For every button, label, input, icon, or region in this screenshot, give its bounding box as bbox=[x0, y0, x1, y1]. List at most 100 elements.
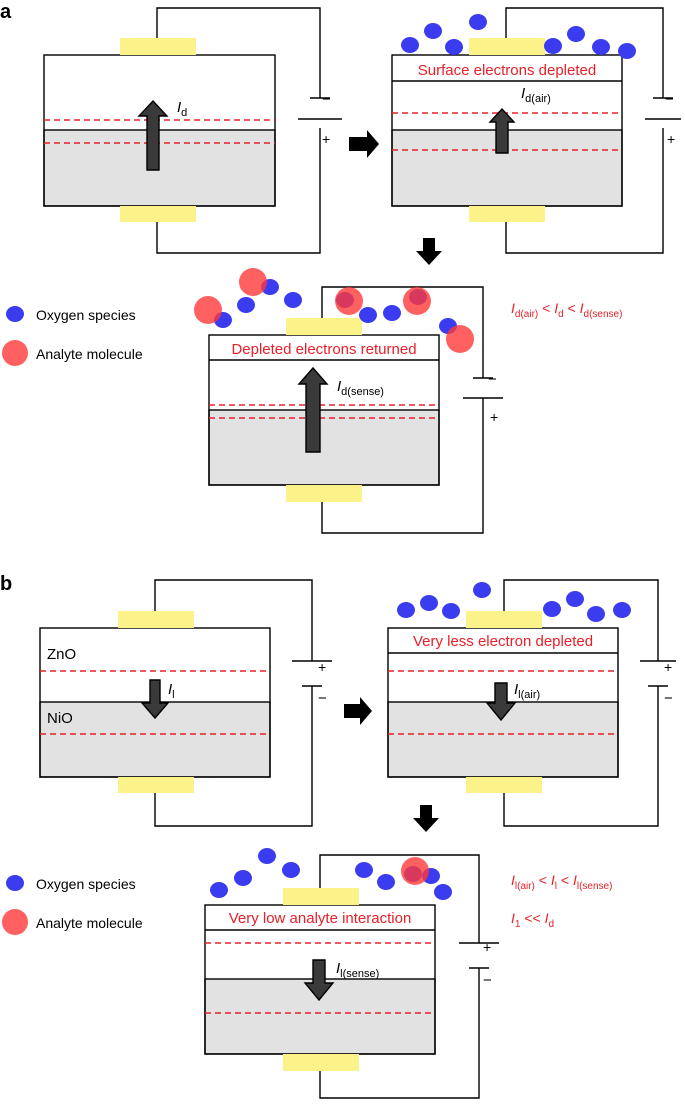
current-arrow-up bbox=[137, 99, 169, 171]
legend-oxygen-label: Oxygen species bbox=[36, 307, 136, 323]
battery-plus-label: + bbox=[490, 409, 498, 425]
oxygen-species bbox=[284, 292, 302, 308]
circuit-wire bbox=[154, 686, 313, 827]
battery-minus-label: − bbox=[322, 91, 331, 108]
oxygen-species bbox=[234, 870, 252, 886]
current-relation-ratio: I1 << Id bbox=[511, 910, 554, 930]
battery-plus-label: + bbox=[664, 659, 672, 675]
relation-part: I bbox=[554, 300, 558, 316]
bottom-electrode bbox=[118, 777, 194, 793]
analyte-molecule bbox=[401, 857, 429, 885]
oxygen-species bbox=[359, 307, 377, 323]
relation-part: l(air) bbox=[515, 881, 535, 892]
panel-b: b ZnO NiO Il + − bbox=[0, 573, 676, 1099]
top-electrode bbox=[283, 888, 359, 905]
oxygen-species bbox=[445, 39, 463, 55]
oxygen-species bbox=[383, 305, 401, 321]
bottom-electrode bbox=[283, 1054, 359, 1071]
circuit-wire bbox=[156, 7, 321, 98]
battery: + − bbox=[459, 939, 499, 989]
panel-a-letter: a bbox=[0, 1, 12, 23]
relation-part: I bbox=[580, 300, 584, 316]
legend-analyte-label: Analyte molecule bbox=[36, 346, 143, 362]
relation-part: I bbox=[573, 872, 577, 888]
circuit-wire bbox=[319, 854, 480, 943]
relation-part: < bbox=[564, 300, 580, 316]
bottom-layer bbox=[208, 409, 440, 486]
analyte-molecule bbox=[239, 268, 267, 296]
analyte-molecule bbox=[194, 296, 222, 324]
circuit-wire bbox=[503, 686, 659, 827]
current-label: Il(sense) bbox=[336, 960, 379, 980]
panel-b-stage3: Very low analyte interaction Il(sense) +… bbox=[204, 848, 499, 1099]
battery-minus-label: − bbox=[488, 371, 497, 388]
battery-plus-label: + bbox=[483, 939, 491, 955]
oxygen-species bbox=[258, 848, 276, 864]
relation-part: I bbox=[545, 910, 549, 926]
top-electrode bbox=[118, 611, 194, 628]
oxygen-species bbox=[377, 874, 395, 890]
circuit-wire bbox=[319, 968, 480, 1099]
relation-part: < bbox=[557, 872, 573, 888]
legend-a: Oxygen species Analyte molecule bbox=[2, 306, 143, 366]
down-arrow-icon bbox=[413, 805, 439, 832]
panel-a-stage1: Id − + bbox=[43, 7, 342, 254]
current-arrow-down bbox=[303, 959, 335, 1002]
battery-plus-label: + bbox=[322, 131, 330, 147]
oxygen-species bbox=[469, 14, 487, 30]
surface-molecules bbox=[194, 268, 474, 353]
battery-plus-label: + bbox=[318, 659, 326, 675]
top-electrode bbox=[466, 611, 542, 628]
relation-part: I bbox=[511, 872, 515, 888]
oxygen-species bbox=[442, 603, 460, 619]
battery: − + bbox=[463, 371, 503, 425]
zno-layer-label: ZnO bbox=[47, 646, 76, 663]
oxygen-species bbox=[434, 884, 452, 900]
panel-a-stage2: Surface electrons depleted Id(air) − + bbox=[391, 7, 681, 254]
oxygen-species bbox=[401, 37, 419, 53]
analyte-molecule bbox=[403, 287, 431, 315]
analyte-molecule bbox=[335, 287, 363, 315]
circuit-wire bbox=[321, 398, 484, 534]
oxygen-species bbox=[424, 23, 442, 39]
battery-plus-label: + bbox=[667, 131, 675, 147]
state-banner: Depleted electrons returned bbox=[231, 341, 416, 358]
top-electrode bbox=[120, 38, 196, 55]
current-label: Il bbox=[168, 681, 175, 701]
state-banner: Very less electron depleted bbox=[413, 633, 593, 650]
relation-part: < bbox=[535, 872, 551, 888]
circuit-wire bbox=[505, 7, 664, 98]
panel-b-stage2: Very less electron depleted Il(air) + − bbox=[387, 579, 676, 827]
bottom-electrode bbox=[120, 206, 196, 222]
current-relation: Id(air) < Id < Id(sense) bbox=[511, 300, 622, 320]
oxygen-species bbox=[613, 602, 631, 618]
bottom-electrode bbox=[286, 485, 362, 502]
surface-molecules bbox=[210, 848, 452, 900]
circuit-wire bbox=[321, 286, 484, 378]
circuit-wire bbox=[505, 128, 664, 254]
battery: − + bbox=[298, 91, 342, 147]
relation-part: l bbox=[555, 881, 557, 892]
relation-part: 1 bbox=[515, 919, 521, 930]
battery: + − bbox=[292, 659, 332, 707]
panel-a-stage3: Depleted electrons returned Id(sense) − … bbox=[194, 268, 503, 534]
relation-part: << bbox=[520, 910, 544, 926]
relation-part: d(air) bbox=[515, 309, 538, 320]
oxygen-species bbox=[210, 882, 228, 898]
relation-part: d bbox=[548, 919, 554, 930]
analyte-legend-icon bbox=[2, 909, 28, 935]
legend-b: Oxygen species Analyte molecule bbox=[2, 875, 143, 935]
oxygen-species bbox=[566, 591, 584, 607]
analyte-legend-icon bbox=[2, 340, 28, 366]
relation-part: I bbox=[511, 300, 515, 316]
circuit-wire bbox=[154, 579, 313, 661]
state-banner: Very low analyte interaction bbox=[229, 910, 412, 927]
nio-layer-label: NiO bbox=[47, 710, 73, 727]
relation-part: d(sense) bbox=[584, 309, 623, 320]
oxygen-species bbox=[420, 595, 438, 611]
panel-a: a Id − + bbox=[0, 1, 681, 534]
oxygen-species bbox=[473, 582, 491, 598]
current-relation: Il(air) < Il < Il(sense) bbox=[511, 872, 612, 892]
oxygen-species bbox=[567, 26, 585, 42]
relation-part: I bbox=[551, 872, 555, 888]
